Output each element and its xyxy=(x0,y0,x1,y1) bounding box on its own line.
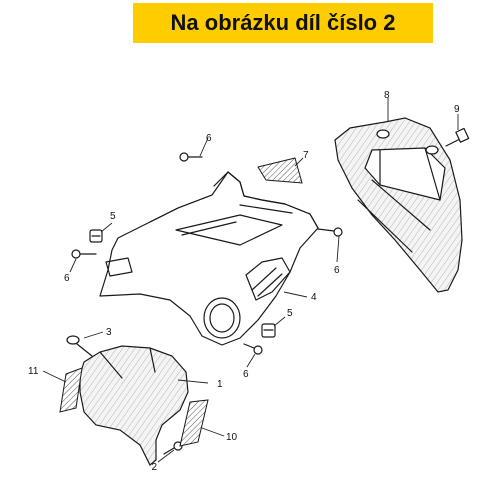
callout-10: 10 xyxy=(226,432,238,443)
callout-7: 7 xyxy=(303,150,309,161)
part-5-clip-nut-upper xyxy=(89,229,103,243)
callout-6-right: 6 xyxy=(334,265,340,276)
part-6-bolt-left xyxy=(71,249,97,259)
callout-5-upper: 5 xyxy=(110,211,116,222)
part-4-under-cowl xyxy=(99,171,319,346)
callout-8: 8 xyxy=(384,90,390,101)
part-9-bolt xyxy=(445,127,470,147)
part-2-screw xyxy=(163,441,183,455)
callout-6-left: 6 xyxy=(64,273,70,284)
callout-3: 3 xyxy=(106,327,112,338)
part-6-bolt-bottom xyxy=(243,343,263,355)
callout-11: 11 xyxy=(28,366,39,377)
callout-1: 1 xyxy=(217,379,223,390)
callout-6-top: 6 xyxy=(206,133,212,144)
part-10-sticker xyxy=(179,399,209,447)
banner: Na obrázku díl číslo 2 xyxy=(133,3,433,43)
part-3-bolt xyxy=(66,335,93,357)
callout-2: 2 xyxy=(151,462,157,473)
banner-text: Na obrázku díl číslo 2 xyxy=(170,10,396,35)
callout-5-lower: 5 xyxy=(287,308,293,319)
callout-4: 4 xyxy=(311,292,317,303)
callout-labels: 1 2 3 4 5 5 6 6 6 6 7 8 9 10 11 xyxy=(28,90,460,473)
part-5-clip-nut-lower xyxy=(261,323,276,338)
part-7-sticker xyxy=(257,157,303,184)
part-8-side-panel xyxy=(334,117,463,293)
part-11-sticker xyxy=(59,367,83,413)
leader-lines xyxy=(42,98,459,463)
part-6-bolt-right xyxy=(317,227,343,237)
part-1-windscreen xyxy=(79,345,189,466)
callout-9: 9 xyxy=(454,104,460,115)
callout-6-bottom: 6 xyxy=(243,369,249,380)
part-6-bolt-top xyxy=(179,152,203,162)
